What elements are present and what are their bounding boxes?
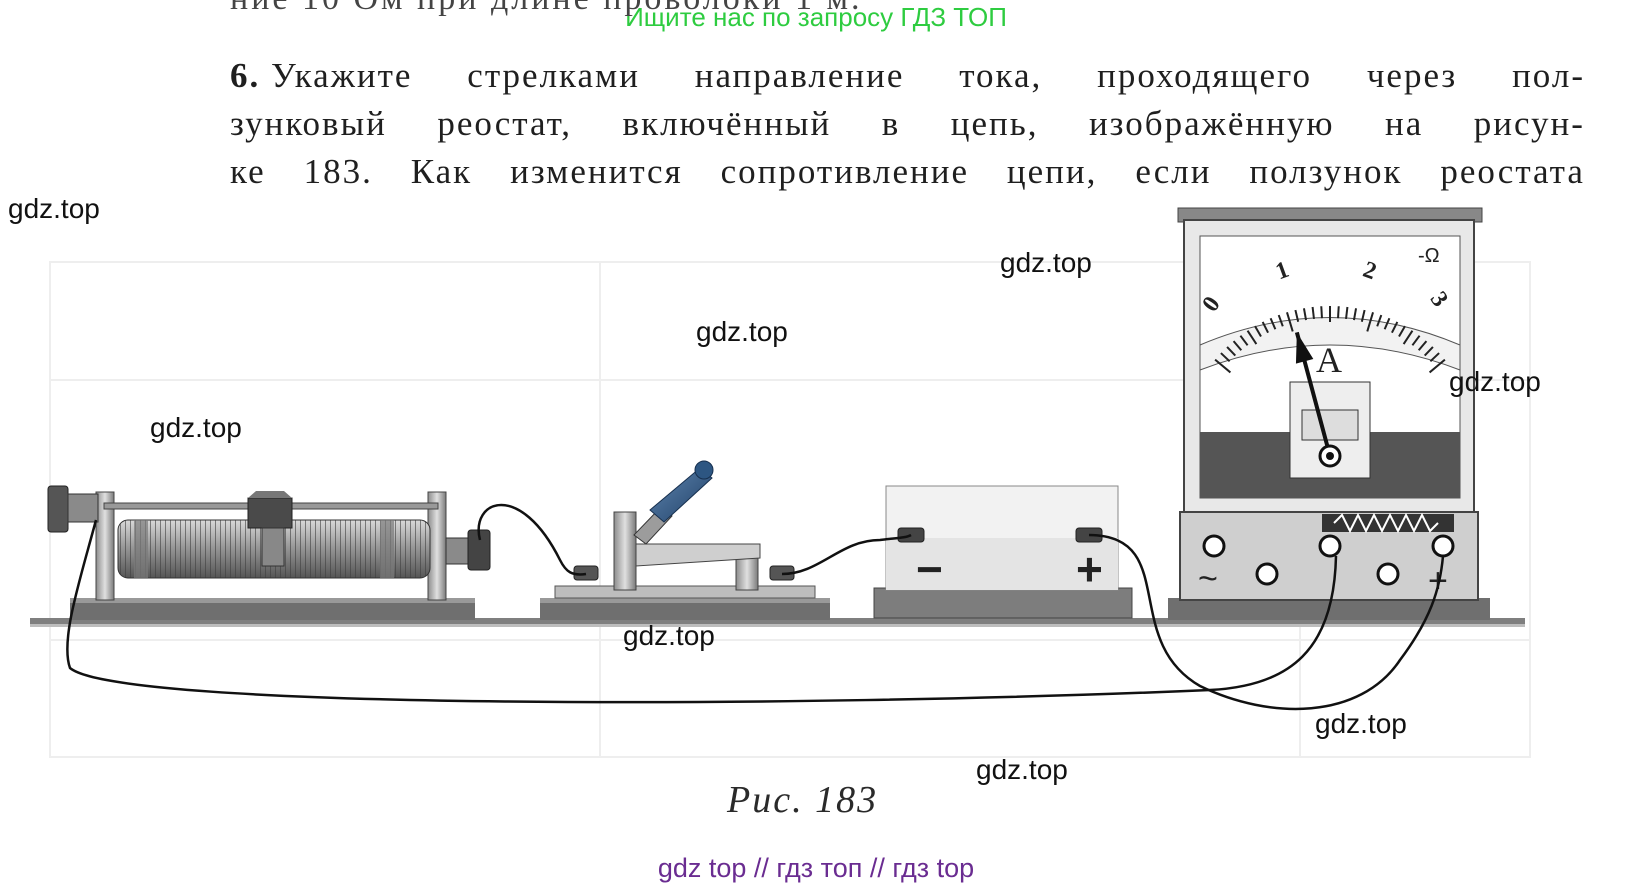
ammeter-symbol: A <box>1316 340 1342 380</box>
watermark: gdz.top <box>8 193 100 224</box>
task-line-3: ке 183. Как изменится сопротивление цепи… <box>230 148 1585 196</box>
scale-tick <box>1423 346 1434 357</box>
task-word: тока, <box>959 56 1043 95</box>
scale-tick <box>1286 312 1294 332</box>
battery-plus-label: + <box>1076 543 1103 595</box>
scale-tick <box>1360 309 1366 322</box>
task-word: цепь, <box>950 104 1039 143</box>
task-word: ползунок <box>1249 152 1403 191</box>
scale-tick <box>1337 306 1340 319</box>
scale-tick <box>1246 330 1258 345</box>
scale-tick <box>1345 306 1349 320</box>
task-word: если <box>1135 152 1212 191</box>
scale-tick <box>1294 309 1300 322</box>
battery-minus-label: − <box>916 543 943 595</box>
slide-rheostat <box>47 485 491 620</box>
terminal-ac-label: ~ <box>1198 560 1218 598</box>
ammeter-needle-tip <box>1295 332 1314 364</box>
task-word: стрелками <box>467 56 640 95</box>
shunt-spring <box>1333 512 1439 534</box>
ammeter: 0 1 2 3 -Ω A ~ + <box>1168 207 1490 620</box>
task-word: в <box>881 104 901 143</box>
top-banner[interactable]: Ищите нас по запросу ГДЗ ТОП <box>625 2 1007 32</box>
task-word: зунковый <box>230 104 387 143</box>
task-word: 183. <box>303 152 373 191</box>
watermark: gdz.top <box>1315 708 1407 739</box>
scale-tick <box>1232 340 1243 351</box>
scale-tick <box>1429 352 1440 363</box>
scale-tick <box>1302 308 1308 321</box>
battery: − + <box>873 485 1133 619</box>
scale-tick <box>1398 325 1406 337</box>
table-edge <box>30 624 1525 627</box>
task-line-2: зунковый реостат, включённый в цепь, изо… <box>230 100 1585 148</box>
scale-tick <box>1261 321 1269 334</box>
scale-tick <box>1311 306 1315 320</box>
scale-tick <box>1220 352 1231 363</box>
wire-rheostat-to-ammeter <box>66 519 1338 704</box>
cropped-text-line: ние 10 Ом при длине проволоки 1 м. <box>230 0 950 20</box>
watermark: gdz.top <box>1449 366 1541 397</box>
task-word: проходящего <box>1097 56 1313 95</box>
scale-tick <box>1254 325 1262 337</box>
table-surface <box>30 618 1525 624</box>
scale-tick <box>1214 358 1232 374</box>
scale-tick <box>1402 330 1414 345</box>
task-word: цепи, <box>1006 152 1098 191</box>
scale-tick <box>1383 317 1391 330</box>
task-word: включённый <box>622 104 832 143</box>
task-word: пол- <box>1512 56 1585 95</box>
scale-tick <box>1277 314 1284 327</box>
task-word: реостат, <box>437 104 573 143</box>
scale-tick <box>1411 335 1421 346</box>
task-number: 6. <box>230 56 261 95</box>
task-word: Как <box>410 152 473 191</box>
task-word: изменится <box>510 152 683 191</box>
task-word: рисун- <box>1473 104 1585 143</box>
terminal-common <box>1318 534 1342 558</box>
knife-switch <box>540 460 830 620</box>
terminal-mid <box>1376 562 1400 586</box>
circuit-wires <box>66 503 1445 711</box>
watermark: gdz.top <box>623 620 715 651</box>
terminal-ac <box>1202 534 1226 558</box>
scale-tick <box>1352 308 1358 321</box>
wire-rheostat-to-switch <box>477 503 587 576</box>
scale-tick <box>1376 314 1383 327</box>
footer-links[interactable]: gdz top // гдз топ // гдз top <box>657 853 975 883</box>
terminal-plus <box>1431 534 1455 558</box>
task-word: через <box>1366 56 1458 95</box>
task-word: сопротивление <box>720 152 969 191</box>
watermark: gdz.top <box>1000 247 1092 278</box>
scale-tick <box>1391 321 1399 334</box>
scale-tick <box>1239 335 1249 346</box>
ammeter-scale-ticks <box>1214 306 1446 374</box>
scale-tick <box>1269 317 1277 330</box>
terminal-left <box>1255 562 1279 586</box>
task-word: Укажите <box>271 56 413 95</box>
figure-caption: Рис. 183 <box>727 779 879 821</box>
scale-tick <box>1417 340 1428 351</box>
task-word: направление <box>694 56 905 95</box>
task-word: изображённую <box>1088 104 1335 143</box>
watermark: gdz.top <box>696 316 788 347</box>
watermark: gdz.top <box>976 754 1068 785</box>
scale-tick <box>1428 358 1446 374</box>
scale-tick <box>1226 346 1237 357</box>
task-paragraph: 6. Укажите стрелками направление тока, п… <box>230 52 1585 196</box>
current-type-symbol: -Ω <box>1418 245 1440 267</box>
task-word: ке <box>230 152 266 191</box>
watermark: gdz.top <box>150 412 242 443</box>
task-line-1: 6. Укажите стрелками направление тока, п… <box>230 52 1585 100</box>
wire-battery-to-ammeter <box>1088 533 1445 711</box>
task-word: реостата <box>1440 152 1585 191</box>
task-word: на <box>1384 104 1424 143</box>
wire-switch-to-battery <box>781 533 912 576</box>
scale-tick <box>1320 306 1323 319</box>
scale-tick <box>1366 312 1374 332</box>
